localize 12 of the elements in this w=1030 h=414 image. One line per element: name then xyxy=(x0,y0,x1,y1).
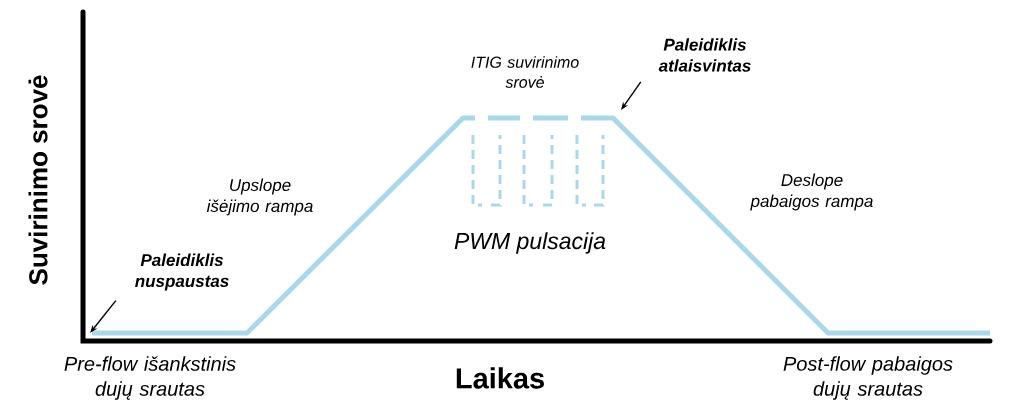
callout-text: Paleidiklis nuspaustas xyxy=(135,253,229,291)
leader-arrow xyxy=(621,81,642,110)
annotation-text: Post-flow pabaigos dujų srautas xyxy=(783,356,953,400)
annotation-text: Pre-flow išankstinis dujų srautas xyxy=(64,356,236,400)
annotation-text: Deslope pabaigos rampa xyxy=(750,173,873,211)
axis-title: Suvirinimo srovė xyxy=(28,75,48,285)
annotation-text: PWM pulsacija xyxy=(454,232,606,254)
annotation-text: Upslope išėjimo rampa xyxy=(206,178,313,216)
annotation-text: ITIG suvirinimo srovė xyxy=(471,56,579,88)
axis-title: Laikas xyxy=(456,367,544,389)
leader-arrow xyxy=(90,299,117,333)
callout-text: Paleidiklis atlaisvintas xyxy=(658,38,751,72)
